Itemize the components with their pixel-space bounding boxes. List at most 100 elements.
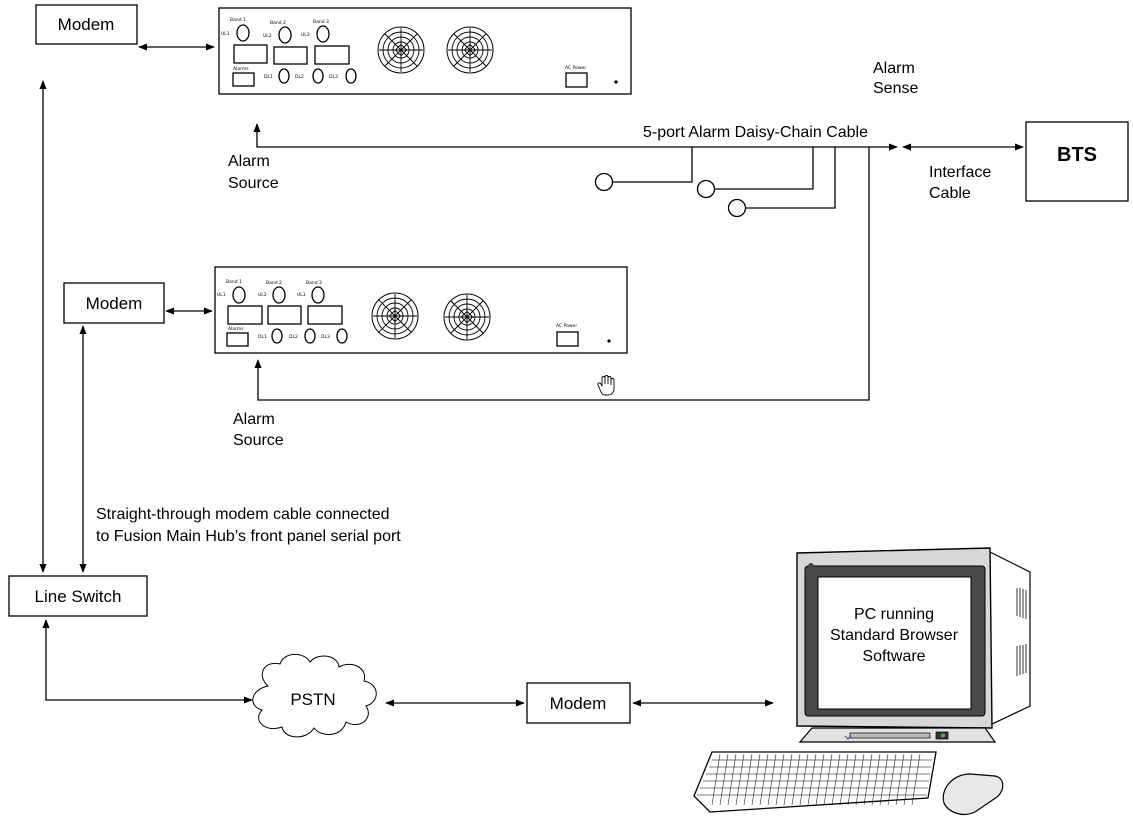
main-hub-panel-middle: Band 1 Band 2 Band 3 UL1 UL2 UL3 Alarms …	[214, 266, 628, 354]
pc-computer: PC running Standard Browser Software	[693, 547, 1031, 815]
daisy-chain-cable	[253, 123, 898, 151]
disk-drive-slot	[849, 732, 931, 739]
panel-ul1-label: UL1	[221, 31, 230, 37]
daisy-chain-connector-icon	[594, 172, 614, 192]
hand-cursor-icon	[597, 375, 615, 396]
connector-dl2	[304, 328, 316, 344]
bts-label: BTS	[1057, 144, 1097, 166]
port-2	[273, 46, 308, 65]
modem-bottom: Modem	[526, 682, 631, 724]
alarm-sense-label-line1: Alarm	[873, 60, 915, 77]
daisy-chain-cable-label: 5-port Alarm Daisy-Chain Cable	[643, 124, 868, 141]
modem-middle-label: Modem	[86, 294, 143, 313]
panel-dl2-label: DL2	[289, 334, 298, 340]
interface-cable-label-line1: Interface	[929, 164, 991, 181]
port-3	[307, 305, 343, 325]
interface-cable-label-line2: Cable	[929, 185, 971, 202]
ac-power-socket	[556, 331, 579, 347]
ac-power-socket	[565, 72, 588, 88]
fan-icon	[443, 293, 491, 341]
connector-ul1	[232, 286, 246, 304]
port-1	[227, 305, 263, 325]
panel-dl3-label: DL3	[329, 74, 338, 80]
panel-ul2-label: UL2	[263, 33, 272, 39]
fan-icon	[446, 26, 494, 74]
panel-ac-power-label: AC Power	[565, 65, 586, 71]
daisy-chain-connector-icon	[727, 198, 747, 218]
connector-dl2	[312, 68, 324, 84]
port-1	[233, 44, 268, 64]
connector-ul2	[278, 26, 292, 44]
bts-box: BTS	[1025, 121, 1129, 202]
pstn-cloud: PSTN	[252, 653, 377, 738]
panel-ul3-label: UL3	[301, 32, 310, 38]
line-switch-label: Line Switch	[35, 587, 122, 606]
monitor-screen	[817, 576, 972, 710]
connector-dl3	[345, 68, 357, 84]
power-led-icon	[614, 80, 618, 84]
pstn-label: PSTN	[290, 690, 335, 709]
mouse-icon	[942, 773, 1004, 815]
monitor-side	[989, 551, 1031, 726]
connector-dl1	[278, 68, 290, 84]
port-2	[267, 305, 302, 325]
connector-ul2	[272, 286, 286, 304]
connector-dl1	[271, 328, 283, 344]
alarm-source-middle-line2: Source	[233, 432, 284, 449]
panel-ul2-label: UL2	[258, 292, 267, 298]
pc-screen-text-line3: Software	[862, 648, 925, 665]
fan-icon	[371, 292, 419, 340]
panel-ul3-label: UL3	[297, 292, 306, 298]
alarm-port	[232, 72, 255, 87]
panel-band2-label: Band 2	[266, 280, 282, 286]
connector-ul3	[311, 286, 325, 304]
panel-alarms-label: Alarms	[233, 66, 249, 72]
line-switch: Line Switch	[8, 575, 148, 617]
daisy-chain-branch	[746, 147, 836, 209]
alarm-source-top-line1: Alarm	[228, 153, 270, 170]
panel-band3-label: Band 3	[313, 19, 329, 25]
panel-alarms-label: Alarms	[228, 326, 244, 332]
modem-top: Modem	[35, 4, 138, 45]
panel-ul1-label: UL1	[217, 292, 226, 298]
monitor-led-icon	[808, 563, 814, 569]
main-hub-panel-top: Band 1 Band 2 Band 3 UL1 UL2 UL3 Alarms …	[218, 7, 632, 95]
alarm-source-middle-line1: Alarm	[233, 411, 275, 428]
power-indicator-icon	[941, 733, 945, 738]
panel-dl3-label: DL3	[321, 334, 330, 340]
modem-cable-note-line2: to Fusion Main Hub’s front panel serial …	[96, 528, 401, 545]
pc-screen-text-line2: Standard Browser	[830, 627, 959, 644]
modem-cable-note-line1: Straight-through modem cable connected	[96, 506, 390, 523]
alarm-port	[226, 332, 249, 347]
panel-dl1-label: DL1	[264, 74, 273, 80]
connections	[39, 43, 1024, 707]
switch-pstn-link	[42, 619, 253, 704]
brand-mark-icon	[844, 735, 852, 740]
keyboard	[693, 751, 937, 813]
modem-bottom-label: Modem	[550, 694, 607, 713]
panel-band1-label: Band 1	[226, 279, 242, 285]
fan-icon	[377, 26, 425, 74]
panel-dl2-label: DL2	[295, 74, 304, 80]
panel-ac-power-label: AC Power	[556, 323, 577, 329]
daisy-chain-to-middle-hub	[254, 147, 870, 401]
alarm-source-top-line2: Source	[228, 175, 279, 192]
monitor-vents-icon	[1016, 588, 1027, 676]
daisy-chain-connector-icon	[696, 179, 716, 199]
panel-band2-label: Band 2	[270, 20, 286, 26]
alarm-sense-label-line2: Sense	[873, 80, 918, 97]
modem-middle: Modem	[63, 282, 165, 324]
daisy-chain-branch	[715, 147, 814, 190]
panel-dl1-label: DL1	[258, 334, 267, 340]
modem-top-label: Modem	[58, 15, 115, 34]
power-led-icon	[607, 339, 611, 343]
connector-ul1	[236, 24, 250, 42]
panel-band3-label: Band 3	[306, 280, 322, 286]
daisy-chain-branch	[613, 147, 693, 183]
connector-ul3	[316, 25, 330, 43]
panel-band1-label: Band 1	[230, 17, 246, 23]
connector-dl3	[336, 328, 348, 344]
port-3	[314, 45, 350, 65]
pc-screen-text-line1: PC running	[854, 606, 934, 623]
